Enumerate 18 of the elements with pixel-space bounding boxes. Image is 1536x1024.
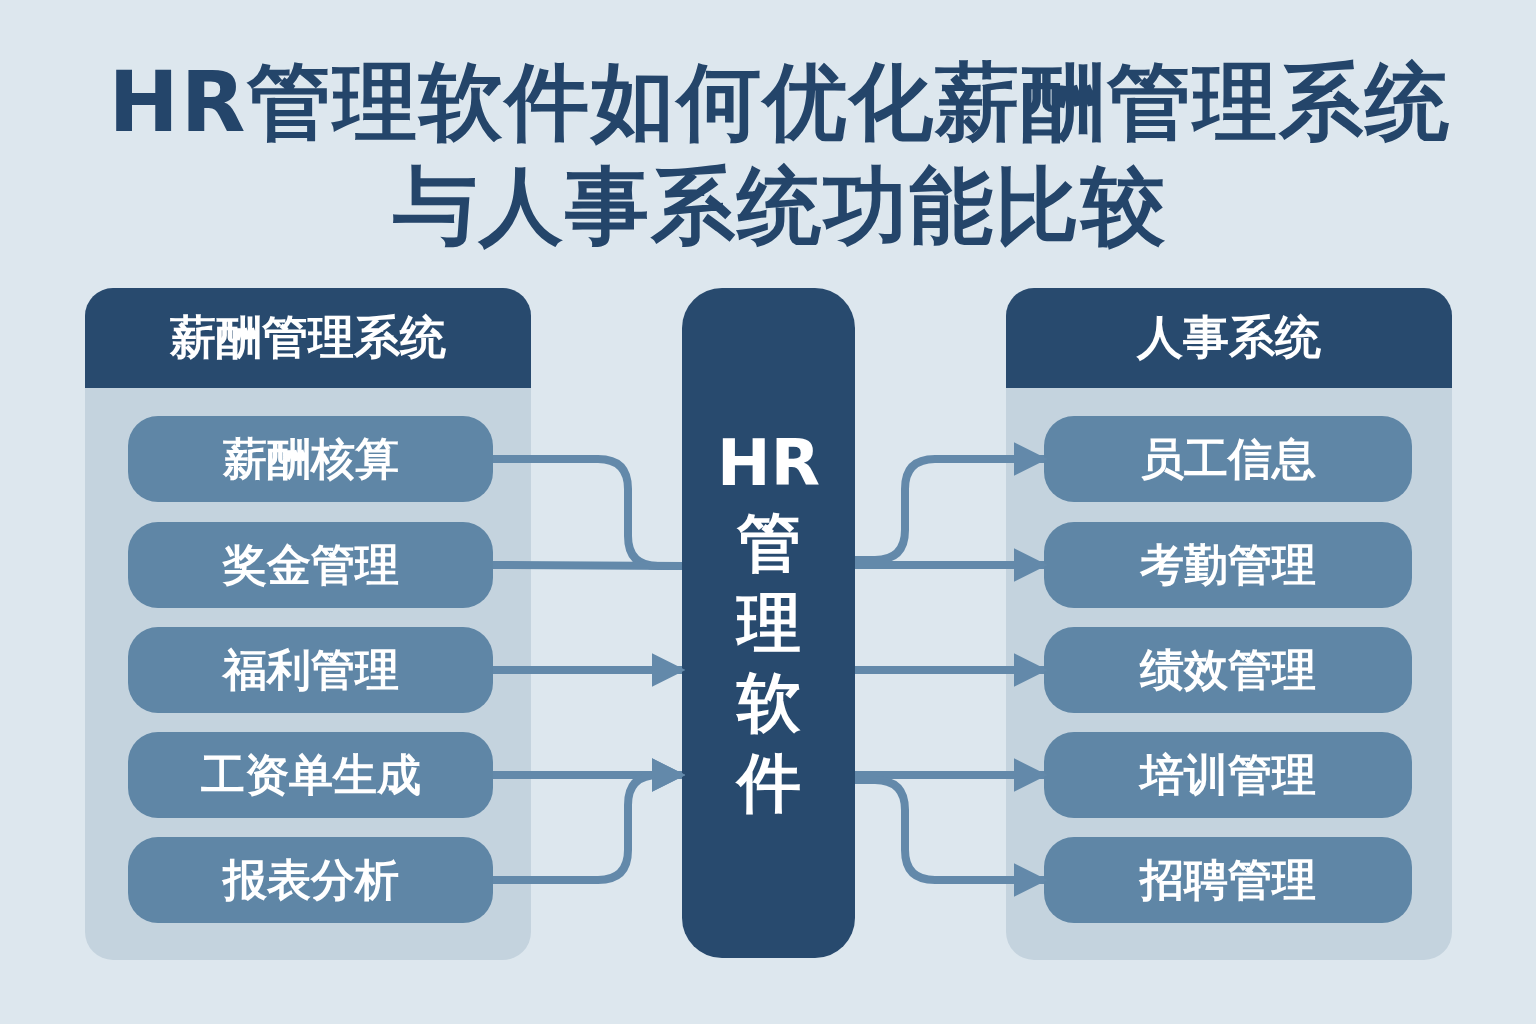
panel: [85, 288, 531, 960]
feature-box: 招聘管理: [1044, 837, 1412, 923]
hub-box: HR管理软件: [682, 288, 855, 958]
arrow: [493, 758, 686, 884]
arrow: [493, 653, 686, 687]
panel-header: 薪酬管理系统: [85, 288, 531, 388]
title: HR管理软件如何优化薪酬管理系统与人事系统功能比较: [107, 52, 1453, 257]
feature-box: 报表分析: [128, 837, 493, 923]
feature-box: 工资单生成: [128, 732, 493, 818]
feature-box: 培训管理: [1044, 732, 1412, 818]
feature-box: 奖金管理: [128, 522, 493, 608]
feature-box: 绩效管理: [1044, 627, 1412, 713]
feature-box: 薪酬核算: [128, 416, 493, 502]
feature-box: 员工信息: [1044, 416, 1412, 502]
panel: [1006, 288, 1452, 960]
panel-header: 人事系统: [1006, 288, 1452, 388]
feature-box: 福利管理: [128, 627, 493, 713]
feature-box: 考勤管理: [1044, 522, 1412, 608]
